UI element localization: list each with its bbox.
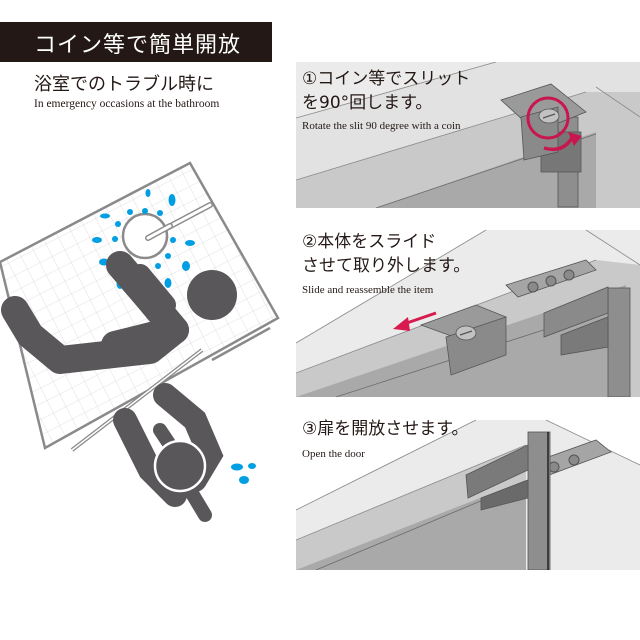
- step-1-panel: ①コイン等でスリット を90°回します。 Rotate the slit 90 …: [296, 62, 640, 208]
- step-2-title-line2: させて取り外します。: [302, 256, 471, 276]
- step-1-title-line1: ①コイン等でスリット: [302, 69, 471, 89]
- step-1-title-line2: を90°回します。: [302, 93, 433, 113]
- step-3-illustration: [296, 410, 640, 570]
- step-1-caption-en: Rotate the slit 90 degree with a coin: [302, 120, 461, 132]
- subtitle-jp: 浴室でのトラブル時に: [34, 74, 214, 95]
- step-1-illustration: [296, 62, 640, 208]
- bathroom-emergency-illustration: [0, 150, 290, 530]
- step-2-illustration: [296, 225, 640, 397]
- step-3-caption-en: Open the door: [302, 448, 365, 460]
- banner-title: コイン等で簡単開放: [34, 33, 242, 58]
- bathroom-pictogram-icon: [0, 161, 280, 522]
- subtitle-en: In emergency occasions at the bathroom: [34, 98, 220, 110]
- title-banner: コイン等で簡単開放: [0, 22, 272, 62]
- step-2-caption-en: Slide and reassemble the item: [302, 284, 434, 296]
- step-3-title: ③扉を開放させます。: [302, 419, 469, 439]
- step-3-panel: ③扉を開放させます。 Open the door: [296, 410, 640, 570]
- step-2-title-line1: ②本体をスライド: [302, 232, 437, 252]
- step-2-panel: ②本体をスライド させて取り外します。 Slide and reassemble…: [296, 225, 640, 397]
